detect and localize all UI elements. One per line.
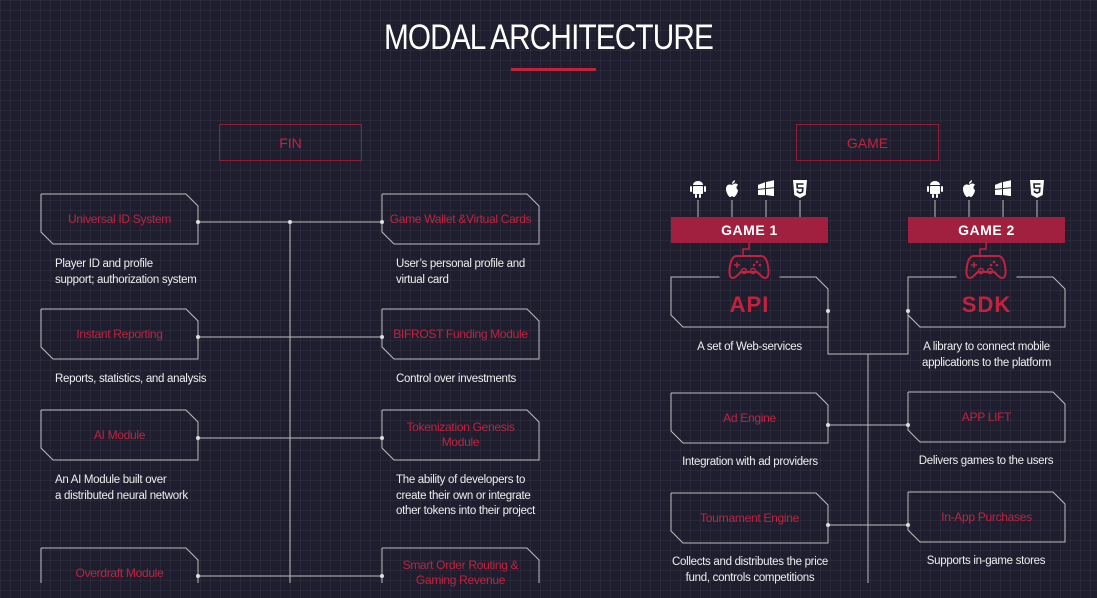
- connector-dot: [196, 574, 200, 578]
- connector-dot: [906, 309, 910, 313]
- fin-module-box[interactable]: Game Wallet &Virtual Cards: [389, 211, 532, 226]
- box-outline: [670, 492, 829, 544]
- box-outline: [381, 409, 540, 461]
- windows-icon: [756, 180, 776, 200]
- apple-icon: [722, 180, 742, 200]
- box-outline: [40, 547, 199, 583]
- fin-module-description: Reports, statistics, and analysis: [55, 373, 207, 385]
- connector-lines: [40, 193, 1066, 583]
- box-outline: [40, 308, 199, 360]
- box-outline: [907, 391, 1066, 443]
- game-module-box[interactable]: In-App Purchases: [941, 509, 1032, 524]
- section-game: GAME: [796, 124, 939, 161]
- box-outline: [670, 276, 829, 328]
- gamepad-icon: [964, 243, 1008, 285]
- fin-module-box[interactable]: Instant Reporting: [76, 326, 163, 341]
- game-description: A library to connect mobile applications…: [921, 341, 1052, 369]
- fin-module-box[interactable]: Overdraft Module: [75, 565, 164, 580]
- section-fin: FIN: [219, 124, 362, 161]
- connector-dot: [380, 436, 384, 440]
- box-outline: [381, 547, 540, 583]
- connector-dot: [380, 574, 384, 578]
- fin-module-description: Control over investments: [396, 373, 516, 385]
- connector-dot: [826, 423, 830, 427]
- fin-module-description: User’s personal profile and virtual card: [396, 258, 525, 286]
- fin-module-description: Player ID and profile support; authoriza…: [55, 258, 197, 286]
- connector-dot: [196, 436, 200, 440]
- box-outline: [40, 193, 199, 245]
- fin-module-box[interactable]: Universal ID System: [68, 211, 171, 226]
- connector-dot: [906, 423, 910, 427]
- connector-dot: [196, 220, 200, 224]
- box-outline: [40, 409, 199, 461]
- game-module-description: Supports in-game stores: [926, 555, 1046, 567]
- box-outline: [907, 491, 1066, 543]
- game-module-description: Collects and distributes the price fund,…: [672, 556, 828, 584]
- game-banner: GAME 2: [908, 217, 1065, 243]
- box-outline: [381, 308, 540, 360]
- api-box[interactable]: API: [729, 291, 770, 317]
- html5-icon: [790, 180, 810, 200]
- fin-module-description: The ability of developers to create thei…: [396, 474, 536, 517]
- title-underline: [511, 68, 596, 71]
- api-sdk-connector: [827, 311, 909, 355]
- windows-icon: [993, 180, 1013, 200]
- connector-dot: [906, 523, 910, 527]
- gamepad-icon: [727, 243, 771, 285]
- connector-dot: [826, 309, 830, 313]
- android-icon: [688, 180, 708, 200]
- html5-icon: [1027, 180, 1047, 200]
- game-module-box[interactable]: APP LIFT: [961, 409, 1012, 424]
- connector-dot: [288, 220, 292, 224]
- box-outline: [381, 193, 540, 245]
- page-title: MODAL ARCHITECTURE: [383, 18, 714, 57]
- game-module-description: Delivers games to the users: [918, 455, 1054, 467]
- fin-module-description: An AI Module built over a distributed ne…: [55, 474, 188, 502]
- game-module-description: Integration with ad providers: [682, 456, 818, 468]
- connector-dot: [826, 523, 830, 527]
- box-outline: [670, 392, 829, 444]
- fin-module-box[interactable]: AI Module: [93, 427, 146, 442]
- game-module-box[interactable]: Ad Engine: [723, 410, 776, 425]
- apple-icon: [959, 180, 979, 200]
- connector-dot: [380, 335, 384, 339]
- sdk-box[interactable]: SDK: [961, 291, 1012, 317]
- game-banner: GAME 1: [671, 217, 828, 243]
- connector-dot: [196, 335, 200, 339]
- game-module-box[interactable]: Tournament Engine: [700, 510, 799, 525]
- box-outline: [907, 276, 1066, 328]
- game-description: A set of Web-services: [697, 341, 802, 353]
- fin-module-box[interactable]: Tokenization Genesis Module: [406, 420, 515, 449]
- fin-module-box[interactable]: BIFROST Funding Module: [393, 326, 528, 341]
- android-icon: [925, 180, 945, 200]
- fin-module-box[interactable]: Smart Order Routing & Gaming Revenue: [402, 558, 519, 587]
- connector-dot: [380, 220, 384, 224]
